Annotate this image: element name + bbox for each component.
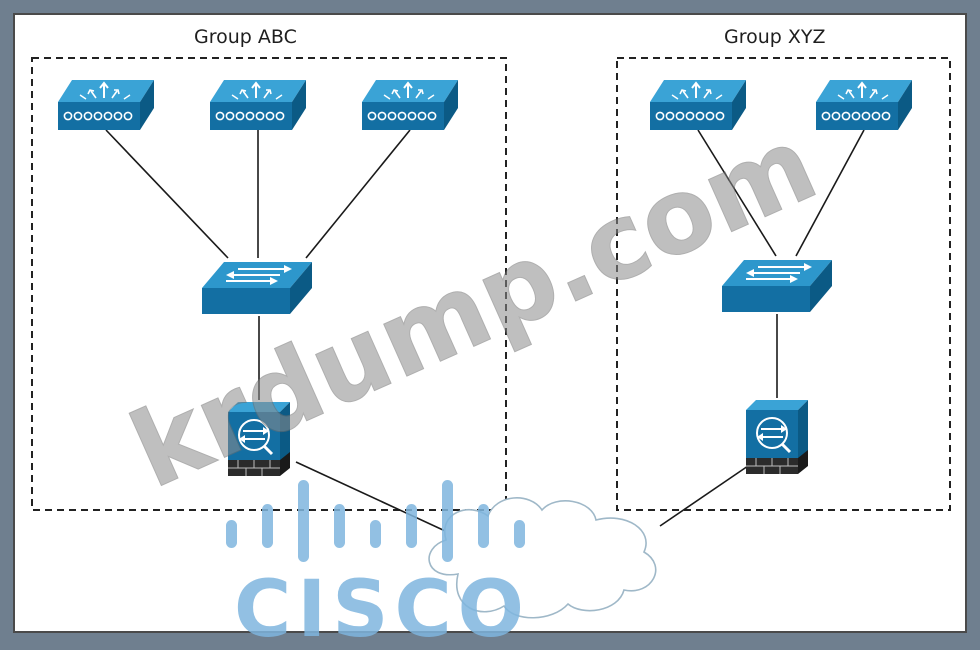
network-links [105, 129, 865, 537]
group-abc-boundary [31, 57, 507, 511]
switch-icon [201, 261, 313, 315]
cisco-logo: CISCO [226, 480, 530, 650]
wireless-access-point-icon [361, 79, 459, 131]
switch-icon [721, 259, 833, 313]
svg-text:CISCO: CISCO [234, 565, 530, 646]
wireless-access-point-icon [57, 79, 155, 131]
link-ap1-switch-xyz [697, 129, 777, 257]
link-ap2-switch-xyz [795, 129, 865, 257]
group-xyz-boundary [616, 57, 951, 511]
link-ap1-switch-abc [105, 129, 229, 259]
wireless-access-point-icon [209, 79, 307, 131]
link-ap3-switch-abc [305, 129, 411, 259]
group-abc-title: Group ABC [194, 26, 297, 48]
firewall-icon [744, 398, 810, 476]
group-xyz-title: Group XYZ [724, 26, 826, 48]
wireless-access-point-icon [649, 79, 747, 131]
link-firewall-xyz-cloud [659, 465, 749, 527]
wireless-access-point-icon [815, 79, 913, 131]
link-firewall-abc-cloud [295, 461, 457, 537]
